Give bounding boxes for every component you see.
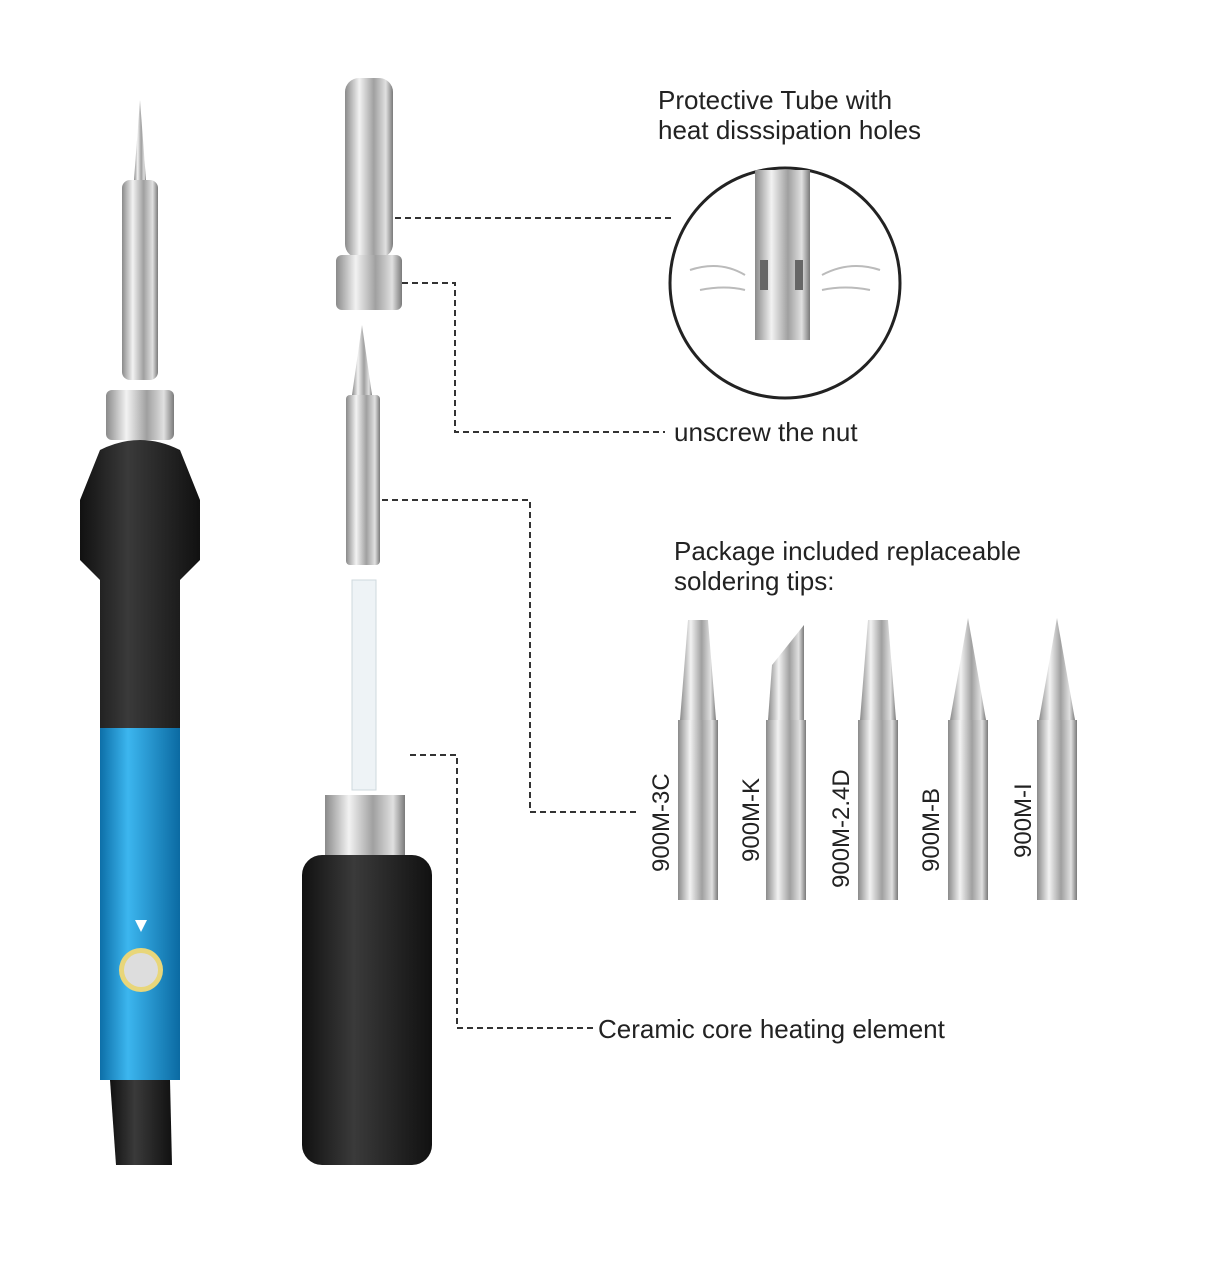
leader-lines [382,217,672,1029]
magnified-detail-circle [668,166,902,400]
ceramic-core-label: Ceramic core heating element [598,1014,945,1044]
package-label-2: soldering tips: [674,566,835,596]
protective-tube-label-1: Protective Tube with [658,85,893,115]
tip-900m-i [1037,618,1077,900]
tip-label-2-4d: 900M-2.4D [828,769,855,888]
tip-label-i: 900M-I [1010,783,1037,858]
tip-label-k: 900M-K [738,777,765,862]
tip-900m-2.4d [858,620,898,900]
ceramic-heating-element [302,579,432,1165]
tip-label-3c: 900M-3C [648,773,675,872]
soldering-tip [346,325,380,565]
unscrew-nut-label: unscrew the nut [674,417,858,447]
replaceable-tips [678,618,1077,900]
assembled-soldering-iron [80,100,200,1165]
tip-900m-3c [678,620,718,900]
protective-tube-label-2: heat disssipation holes [658,115,922,145]
protective-tube [336,78,402,310]
package-label-1: Package included replaceable [674,536,1021,566]
tip-900m-b [948,618,988,900]
tip-900m-k [766,625,806,900]
tip-label-b: 900M-B [918,787,945,872]
